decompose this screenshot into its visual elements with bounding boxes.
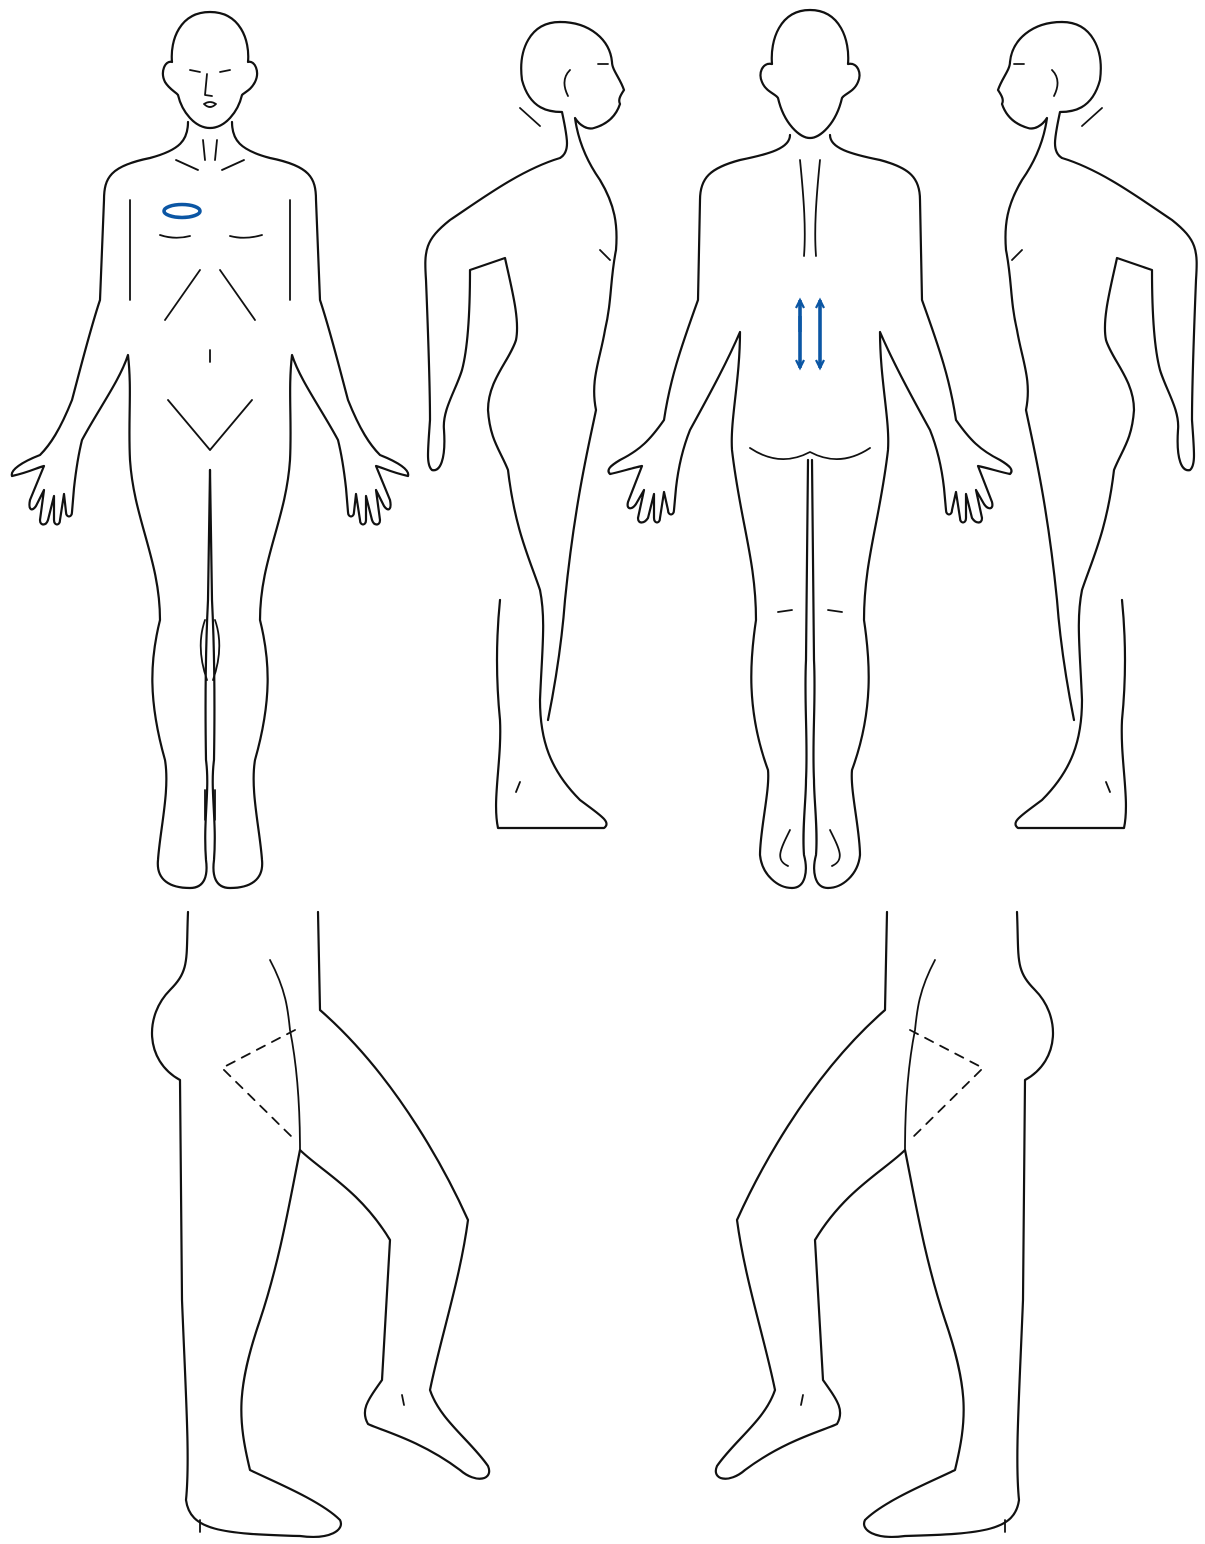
back-lumbar-arrow-mark [796, 300, 824, 368]
left-leg-lateral-figure [152, 912, 489, 1537]
left-leg-dashed-triangle [222, 1030, 295, 1140]
right-leg-lateral-figure [716, 912, 1053, 1537]
front-body-figure [12, 12, 408, 888]
right-leg-dashed-triangle [910, 1030, 983, 1140]
front-chest-oval-mark [164, 205, 200, 218]
back-body-figure [608, 10, 1011, 888]
right-side-body-figure [998, 22, 1197, 828]
left-side-body-figure [425, 22, 624, 828]
